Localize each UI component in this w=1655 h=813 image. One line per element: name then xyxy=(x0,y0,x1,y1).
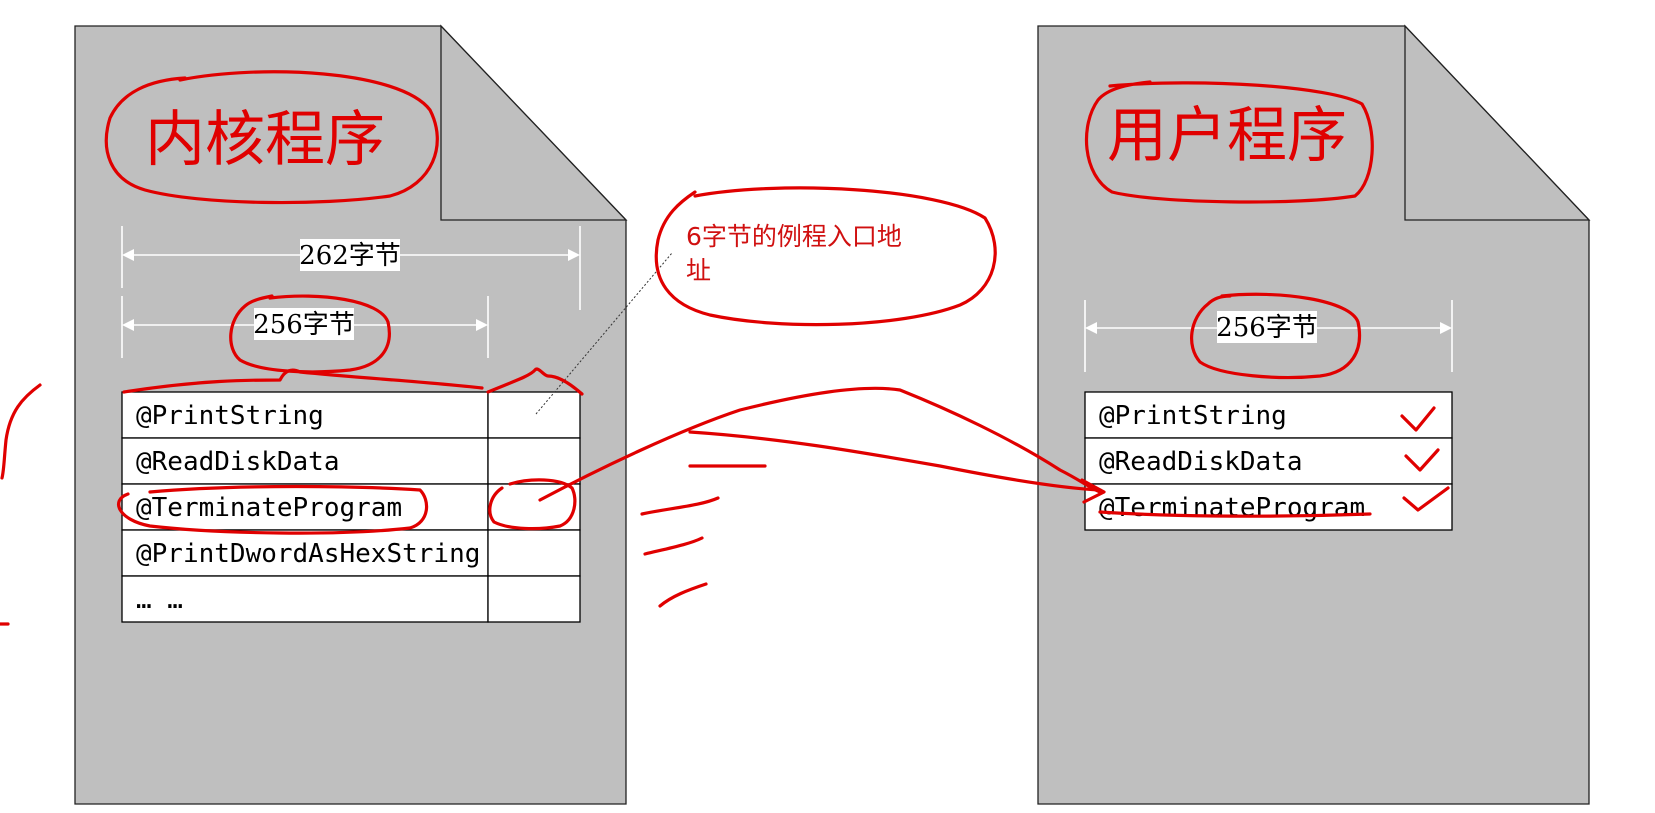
arrow-return-line xyxy=(688,430,1102,492)
user-table-name-cell xyxy=(1084,391,1453,439)
kernel-dim-total-label: 262字节 xyxy=(299,241,401,271)
circle-user-title xyxy=(1085,80,1374,204)
user-title: 用户程序 xyxy=(1107,101,1347,171)
kernel-title: 内核程序 xyxy=(145,105,385,175)
user-dimension-256: 256字节 xyxy=(1084,300,1453,372)
kernel-page-fold xyxy=(440,24,628,221)
bracket-left-edge xyxy=(0,383,42,480)
kernel-table-name-cell xyxy=(121,575,489,623)
strike-user-terminate xyxy=(1098,510,1372,518)
kernel-table-row-label: @PrintDwordAsHexString xyxy=(136,539,480,569)
dash-mark-2 xyxy=(640,496,720,516)
underline-kernel-address xyxy=(486,367,584,396)
kernel-table-row-label: @ReadDiskData xyxy=(136,447,340,477)
kernel-table-name-cell xyxy=(121,391,489,439)
annotation-layer xyxy=(0,70,1450,626)
circle-kernel-terminate xyxy=(117,484,429,535)
user-page-fold xyxy=(1404,24,1591,221)
user-table-row-label: @PrintString xyxy=(1099,401,1287,431)
kernel-table-address-cell xyxy=(487,529,581,577)
kernel-routine-table: @PrintString @ReadDiskData @TerminateProgr… xyxy=(121,391,581,623)
user-table-row-label: @ReadDiskData xyxy=(1099,447,1303,477)
check-user-terminate xyxy=(1402,486,1450,512)
kernel-table-address-cell xyxy=(487,575,581,623)
kernel-dim-names-label: 256字节 xyxy=(253,310,355,340)
callout-text-line2: 址 xyxy=(686,256,711,285)
check-user-print xyxy=(1400,406,1436,432)
user-table-name-cell xyxy=(1084,483,1453,531)
kernel-table-address-cell xyxy=(487,437,581,485)
user-dim-names-label: 256字节 xyxy=(1216,313,1318,343)
kernel-table-row-label: … … xyxy=(136,585,183,615)
arrow-head xyxy=(1080,478,1106,504)
callout-leader-line xyxy=(535,252,673,415)
kernel-table-row-label: @PrintString xyxy=(136,401,324,431)
underline-kernel-names xyxy=(122,368,484,394)
dash-mark-3 xyxy=(643,536,704,556)
user-table-row-label: @TerminateProgram xyxy=(1099,493,1365,523)
kernel-dimension-256: 256字节 xyxy=(121,296,489,358)
circle-kernel-title xyxy=(104,70,439,205)
circle-callout xyxy=(654,186,997,327)
user-routine-table: @PrintString @ReadDiskData @TerminateProgr… xyxy=(1084,391,1453,531)
user-table-name-cell xyxy=(1084,437,1453,485)
callout-text-line1: 6字节的例程入口地 xyxy=(686,222,902,251)
kernel-dimension-262: 262字节 xyxy=(121,226,581,310)
kernel-table-row-label: @TerminateProgram xyxy=(136,493,402,523)
circle-user-256 xyxy=(1190,292,1362,380)
kernel-table-address-cell xyxy=(487,391,581,439)
circle-kernel-terminate-address xyxy=(488,478,577,531)
arrow-kernel-to-user xyxy=(538,386,1102,502)
check-user-read xyxy=(1404,448,1440,472)
kernel-table-name-cell xyxy=(121,529,489,577)
kernel-table-name-cell xyxy=(121,437,489,485)
dash-mark-4 xyxy=(658,582,708,608)
